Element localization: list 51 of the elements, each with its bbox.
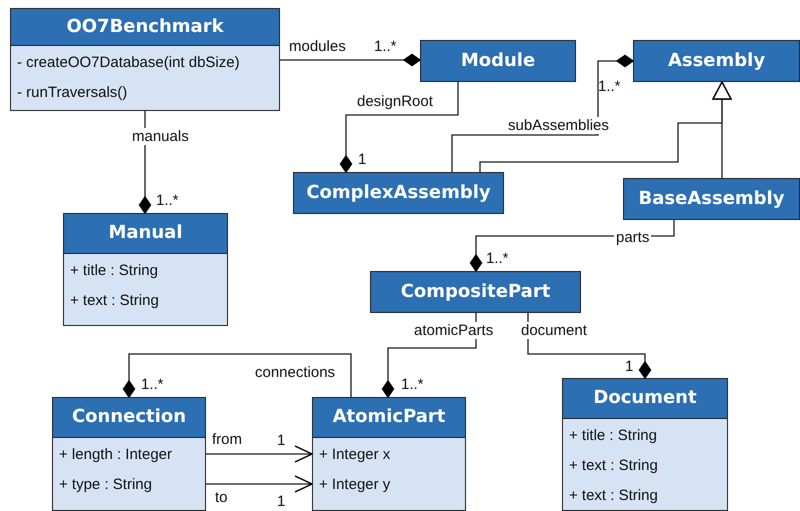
connector-line	[382, 313, 477, 398]
class-box	[10, 8, 280, 111]
connector-line	[206, 445, 313, 463]
class-attribute: - createOO7Database(int dbSize)	[16, 52, 241, 72]
class-attribute: + Integer y	[318, 474, 392, 494]
class-name: Assembly	[634, 41, 799, 82]
edge-label: parts	[614, 229, 652, 246]
multiplicity-label: 1..*	[373, 38, 398, 55]
class-attribute: + text : String	[69, 290, 160, 310]
connector-line	[451, 54, 634, 172]
class-name: OO7Benchmark	[11, 9, 279, 46]
edge-label: subAssemblies	[506, 117, 611, 134]
connector-line	[206, 475, 313, 493]
class-attribute: + type : String	[58, 474, 153, 494]
connector-line	[712, 81, 732, 178]
multiplicity-label: 1..*	[155, 192, 180, 209]
class-box	[63, 213, 228, 326]
class-name: CompositePart	[371, 272, 580, 312]
class-name: AtomicPart	[313, 398, 465, 438]
multiplicity-label: 1	[624, 358, 634, 375]
class-attribute: + Integer x	[318, 444, 392, 464]
edge-label: document	[519, 322, 589, 339]
class-name: Manual	[64, 214, 227, 254]
edge-label: designRoot	[355, 93, 435, 110]
class-name: ComplexAssembly	[294, 173, 503, 214]
class-box	[312, 397, 466, 511]
class-name: Module	[421, 41, 575, 82]
multiplicity-label: 1..*	[400, 376, 425, 393]
multiplicity-label: 1..*	[485, 250, 510, 267]
multiplicity-label: 1..*	[597, 78, 622, 95]
class-attribute: + text : String	[568, 456, 659, 476]
class-name: Connection	[53, 398, 205, 438]
class-attribute: - runTraversals()	[16, 82, 128, 102]
connector-line	[527, 313, 652, 379]
multiplicity-label: 1	[276, 432, 286, 449]
class-box	[562, 378, 728, 511]
class-name: BaseAssembly	[624, 179, 799, 220]
edge-label: atomicParts	[412, 322, 496, 339]
class-attribute: + title : String	[69, 260, 159, 280]
connector-line	[280, 54, 421, 66]
class-box	[52, 397, 206, 511]
multiplicity-label: 1..*	[140, 376, 165, 393]
edge-label: manuals	[130, 128, 191, 145]
connector-line	[340, 82, 459, 173]
class-attribute: + text : String	[568, 486, 659, 506]
connector-line	[122, 353, 352, 398]
multiplicity-label: 1	[276, 493, 286, 510]
multiplicity-label: 1	[357, 151, 368, 168]
class-attribute: + title : String	[568, 426, 658, 446]
class-name: Document	[563, 379, 727, 418]
class-attribute: + length : Integer	[58, 444, 173, 464]
